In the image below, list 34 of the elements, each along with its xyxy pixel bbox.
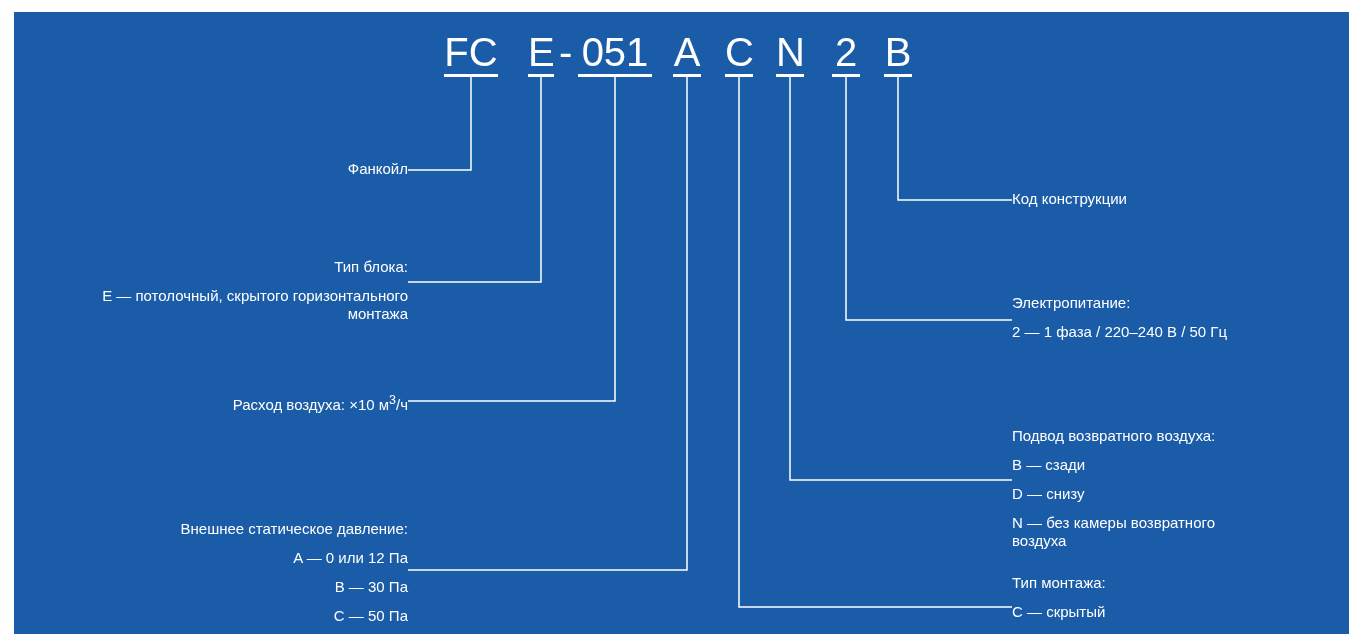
heading-text: Внешнее статическое давление:: [179, 520, 408, 538]
option-text: 2 — 1 фаза / 220–240 В / 50 Гц: [1012, 323, 1229, 341]
option-text: E — потолочный, скрытого горизонтального монтажа: [101, 287, 408, 323]
code-segment: A: [673, 30, 701, 77]
option-text: C — скрытый: [1012, 603, 1107, 621]
option-text: B — сзади: [1012, 456, 1087, 474]
description-text: Код конструкции: [1012, 190, 1312, 208]
code-segment: 051: [578, 30, 652, 77]
leader-line: [789, 76, 1013, 481]
option-text: N — без камеры возвратного воздуха: [1012, 514, 1216, 550]
leader-line: [407, 76, 542, 283]
leader-line: [738, 76, 1013, 608]
option-text: D — снизу: [1012, 485, 1086, 503]
code-segment: FC: [444, 30, 498, 77]
description-text: Фанкойл: [208, 160, 408, 178]
code-segment: N: [776, 30, 804, 77]
option-text: B — 30 Па: [333, 578, 408, 596]
leader-line: [407, 76, 688, 571]
option-text: C — 50 Па: [332, 607, 408, 625]
description-text: Расход воздуха: ×10 м$^{3}$/ч: [108, 391, 408, 414]
hyphen-text: -: [559, 30, 573, 74]
code-segment: E: [528, 30, 554, 77]
option-text: A — 0 или 12 Па: [292, 549, 408, 567]
heading-text: Тип монтажа:: [1012, 574, 1107, 592]
leader-line: [407, 76, 472, 171]
code-segment: C: [725, 30, 753, 77]
leader-line: [845, 76, 1013, 321]
leader-line: [407, 76, 616, 402]
heading-text: Тип блока:: [333, 258, 408, 276]
code-segment: B: [884, 30, 912, 77]
heading-text: Подвод возвратного воздуха:: [1012, 427, 1217, 445]
heading-text: Электропитание:: [1012, 294, 1132, 312]
leader-line: [897, 76, 1013, 201]
code-segment: 2: [832, 30, 860, 77]
